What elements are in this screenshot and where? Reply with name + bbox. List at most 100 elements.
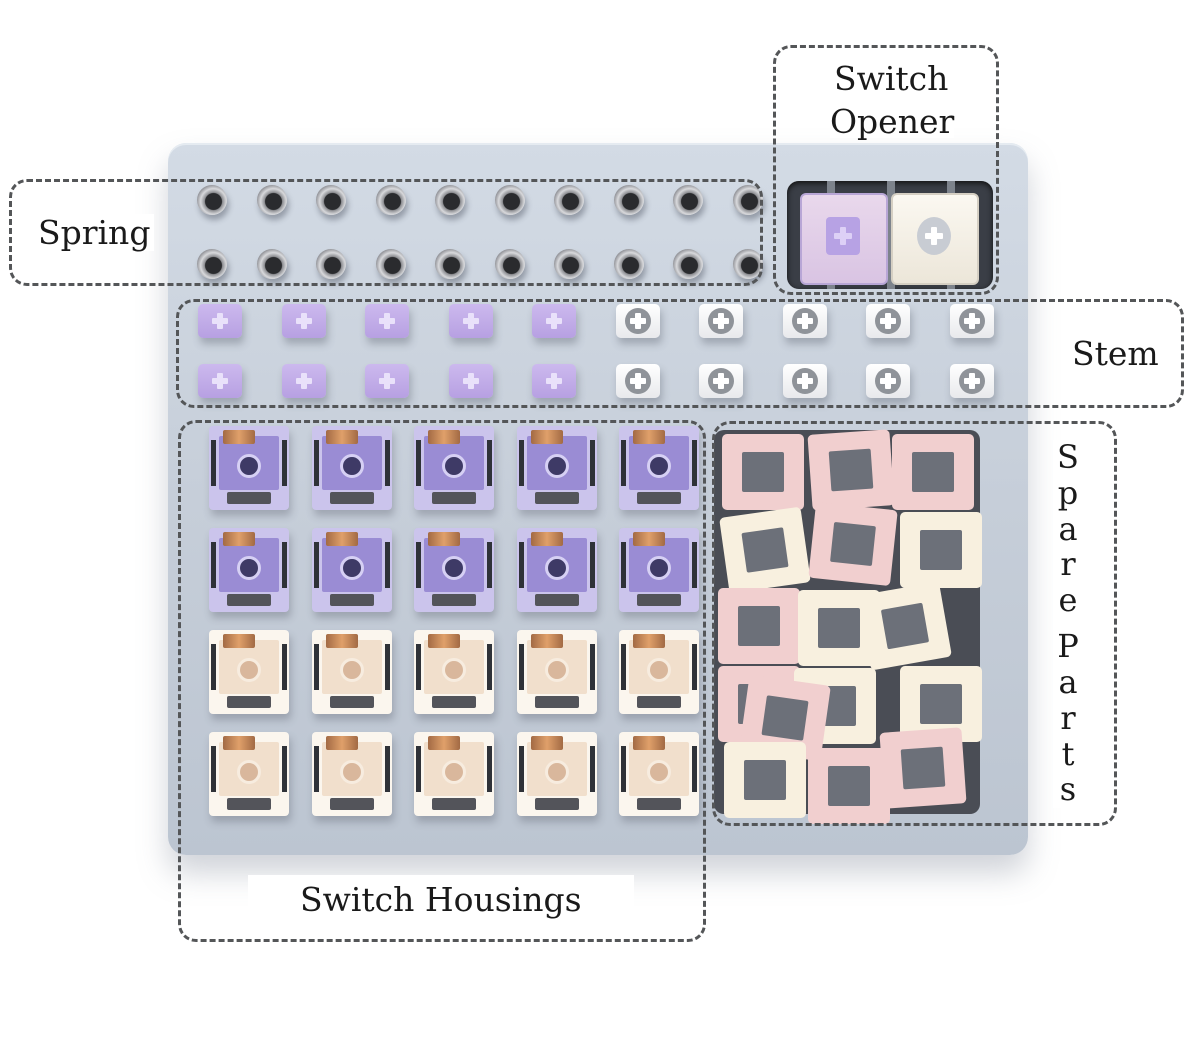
housing-contact bbox=[428, 736, 460, 750]
stem-white bbox=[615, 304, 660, 338]
spring bbox=[375, 185, 406, 215]
housing-hole bbox=[647, 556, 671, 580]
housing-side-l bbox=[621, 644, 626, 690]
spring bbox=[435, 185, 465, 215]
switch-housing-purple bbox=[209, 426, 289, 510]
spare-housing-ivory bbox=[900, 512, 982, 588]
spare-parts-label-letter: r bbox=[1060, 545, 1076, 584]
housing-hole bbox=[339, 556, 364, 580]
switch-housing-purple bbox=[619, 528, 699, 612]
cross-stem-icon bbox=[963, 313, 980, 329]
switch-housing-cream bbox=[209, 732, 289, 816]
housing-contact bbox=[325, 634, 358, 648]
switch-opener-label-line1: Switch bbox=[834, 59, 949, 98]
housing-hole bbox=[237, 658, 261, 682]
stem-purple bbox=[198, 304, 242, 338]
housing-side-l bbox=[416, 746, 421, 792]
stem-purple bbox=[365, 364, 409, 398]
spring bbox=[673, 249, 703, 279]
cross-stem-icon bbox=[295, 373, 312, 389]
spring bbox=[613, 249, 644, 279]
housing-side-l bbox=[518, 542, 524, 588]
housing-contact bbox=[633, 634, 665, 648]
cross-stem-icon bbox=[796, 313, 813, 329]
stem-purple bbox=[448, 364, 493, 398]
spring bbox=[316, 249, 346, 279]
housing-contact bbox=[325, 736, 358, 750]
cross-stem-icon bbox=[713, 313, 729, 329]
spare-parts-label-letter: p bbox=[1057, 473, 1079, 512]
housing-window bbox=[920, 684, 962, 724]
housing-contact bbox=[428, 430, 460, 444]
spring bbox=[256, 185, 287, 215]
housing-hole bbox=[544, 556, 569, 580]
stem-white bbox=[699, 364, 743, 398]
housing-window bbox=[912, 452, 954, 492]
switch-housing-purple bbox=[619, 426, 699, 510]
spare-parts-label-letter: r bbox=[1060, 698, 1076, 737]
stem-callout bbox=[176, 299, 1184, 408]
housing-hole bbox=[647, 454, 671, 478]
cross-stem-icon bbox=[925, 227, 943, 245]
switch-housings-callout bbox=[178, 420, 706, 942]
spring bbox=[256, 249, 287, 279]
housing-contact bbox=[223, 736, 255, 750]
housing-side-l bbox=[621, 542, 626, 588]
housing-led bbox=[227, 492, 271, 504]
housing-side-l bbox=[518, 746, 524, 792]
stem-white bbox=[699, 304, 743, 338]
housing-side-r bbox=[282, 746, 287, 792]
housing-led bbox=[432, 798, 476, 810]
housing-led bbox=[329, 798, 374, 810]
cross-stem-icon bbox=[713, 373, 729, 389]
housing-led bbox=[227, 594, 271, 606]
switch-housing-cream bbox=[311, 732, 392, 816]
housing-led bbox=[329, 696, 374, 708]
housing-side-l bbox=[416, 542, 421, 588]
housing-side-r bbox=[692, 746, 697, 792]
spring bbox=[316, 185, 346, 215]
cross-stem-icon bbox=[379, 313, 395, 329]
housing-hole bbox=[339, 760, 364, 784]
cross-stem-icon bbox=[462, 313, 479, 329]
housing-side-r bbox=[487, 746, 492, 792]
spring-label: Spring bbox=[34, 214, 155, 251]
housing-side-l bbox=[518, 440, 524, 486]
switch-housing-cream bbox=[209, 630, 289, 714]
cross-stem-icon bbox=[963, 373, 980, 389]
housing-window bbox=[744, 760, 786, 800]
housing-led bbox=[227, 798, 271, 810]
stem-purple bbox=[448, 304, 493, 338]
spring bbox=[613, 185, 644, 215]
switch-opener bbox=[787, 181, 993, 289]
housing-led bbox=[329, 492, 374, 504]
switch-housing-cream bbox=[619, 732, 699, 816]
cross-stem-icon bbox=[880, 373, 896, 389]
housing-window bbox=[828, 766, 870, 806]
housing-side-l bbox=[621, 440, 626, 486]
stem-purple bbox=[532, 364, 576, 398]
cross-stem-icon bbox=[546, 313, 562, 329]
housing-side-l bbox=[416, 644, 421, 690]
housing-side-l bbox=[313, 746, 319, 792]
housing-led bbox=[432, 696, 476, 708]
spare-housing-ivory bbox=[724, 742, 806, 818]
opener-switch-purple bbox=[800, 193, 888, 285]
switch-housing-cream bbox=[311, 630, 392, 714]
cross-stem-icon bbox=[295, 313, 312, 329]
cross-stem-icon bbox=[212, 373, 228, 389]
housing-side-r bbox=[384, 644, 390, 690]
spare-housing-pink bbox=[718, 588, 800, 664]
housing-side-r bbox=[282, 440, 287, 486]
housing-hole bbox=[442, 760, 466, 784]
spare-parts-callout bbox=[712, 421, 1117, 826]
housing-led bbox=[329, 594, 374, 606]
stem-white bbox=[949, 364, 994, 398]
housing-side-r bbox=[487, 440, 492, 486]
housing-side-l bbox=[211, 746, 216, 792]
housing-hole bbox=[339, 658, 364, 682]
housing-side-l bbox=[313, 542, 319, 588]
spring bbox=[375, 249, 406, 279]
housing-led bbox=[432, 594, 476, 606]
